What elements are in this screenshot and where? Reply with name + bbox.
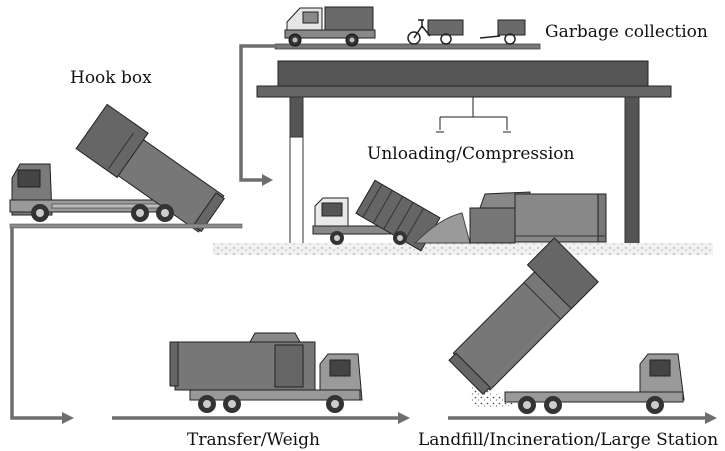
collection-strip [274, 6, 541, 50]
small-truck-icon [284, 6, 376, 47]
flow-arrow-hookbox [10, 228, 74, 424]
hook-box-truck-icon [9, 103, 225, 233]
tricycle-cart-icon [407, 19, 464, 45]
label-garbage-collection: Garbage collection [545, 22, 708, 42]
garbage-pile [413, 212, 471, 244]
sprayer-icon [436, 97, 511, 133]
compressor-container-icon [469, 191, 607, 244]
flow-arrow-collection [239, 44, 277, 186]
hook-box-platform [9, 223, 243, 229]
label-unloading-compression: Unloading/Compression [367, 144, 575, 164]
dump-truck-icon [312, 179, 441, 252]
label-hook-box: Hook box [70, 68, 152, 88]
landfill-truck-icon [448, 237, 685, 414]
ground [213, 243, 713, 255]
flow-arrow-landfill [448, 412, 717, 424]
flow-arrow-transfer [112, 412, 410, 424]
transfer-truck-icon [169, 332, 363, 413]
hand-cart-icon [479, 19, 526, 45]
label-landfill: Landfill/Incineration/Large Station [418, 430, 719, 450]
label-transfer-weigh: Transfer/Weigh [187, 430, 320, 450]
transfer-station-building [256, 60, 672, 248]
